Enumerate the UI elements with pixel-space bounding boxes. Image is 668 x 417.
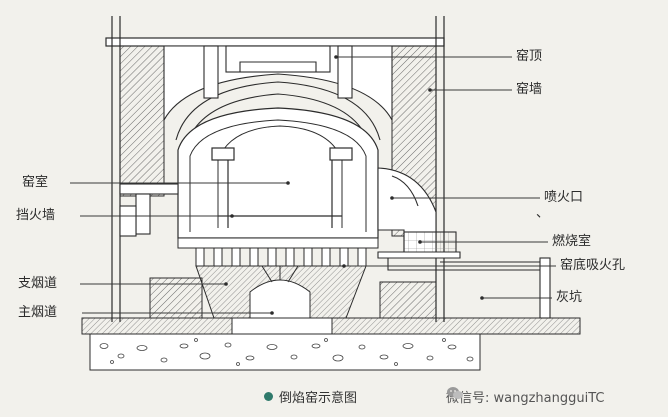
label-kiln-chamber: 窑室 (22, 175, 49, 190)
label-floor-suction-holes: 窑底吸火孔 (560, 258, 626, 273)
label-separator-mark: 、 (536, 206, 550, 221)
wechat-icon (447, 387, 463, 399)
kiln-floor (177, 237, 379, 335)
label-kiln-top: 窑顶 (516, 49, 543, 64)
label-combustion-chamber: 燃烧室 (552, 234, 592, 249)
watermark: 微信号: wangzhangguiTC (446, 386, 604, 406)
ground-base (81, 317, 581, 371)
figure-caption: 倒焰窑示意图 (264, 386, 357, 406)
combustion-chamber (377, 167, 551, 319)
label-ash-pit: 灰坑 (556, 290, 583, 305)
label-kiln-wall: 窑墙 (516, 82, 543, 97)
fire-wall (119, 183, 179, 237)
label-main-flue: 主烟道 (18, 305, 58, 320)
label-fire-wall: 挡火墙 (16, 208, 56, 223)
watermark-text: 微信号: wangzhangguiTC (446, 390, 605, 406)
label-fire-port: 喷火口 (544, 190, 584, 205)
caption-bullet-icon (264, 391, 273, 401)
kiln-chamber (177, 107, 379, 239)
caption-text: 倒焰窑示意图 (279, 390, 358, 406)
leader-dots (224, 55, 484, 315)
floor-holes (195, 247, 367, 267)
leader-lines (70, 56, 556, 314)
label-branch-flue: 支烟道 (18, 276, 58, 291)
foundation-pebbles (99, 338, 474, 366)
kiln-crown (163, 45, 393, 147)
